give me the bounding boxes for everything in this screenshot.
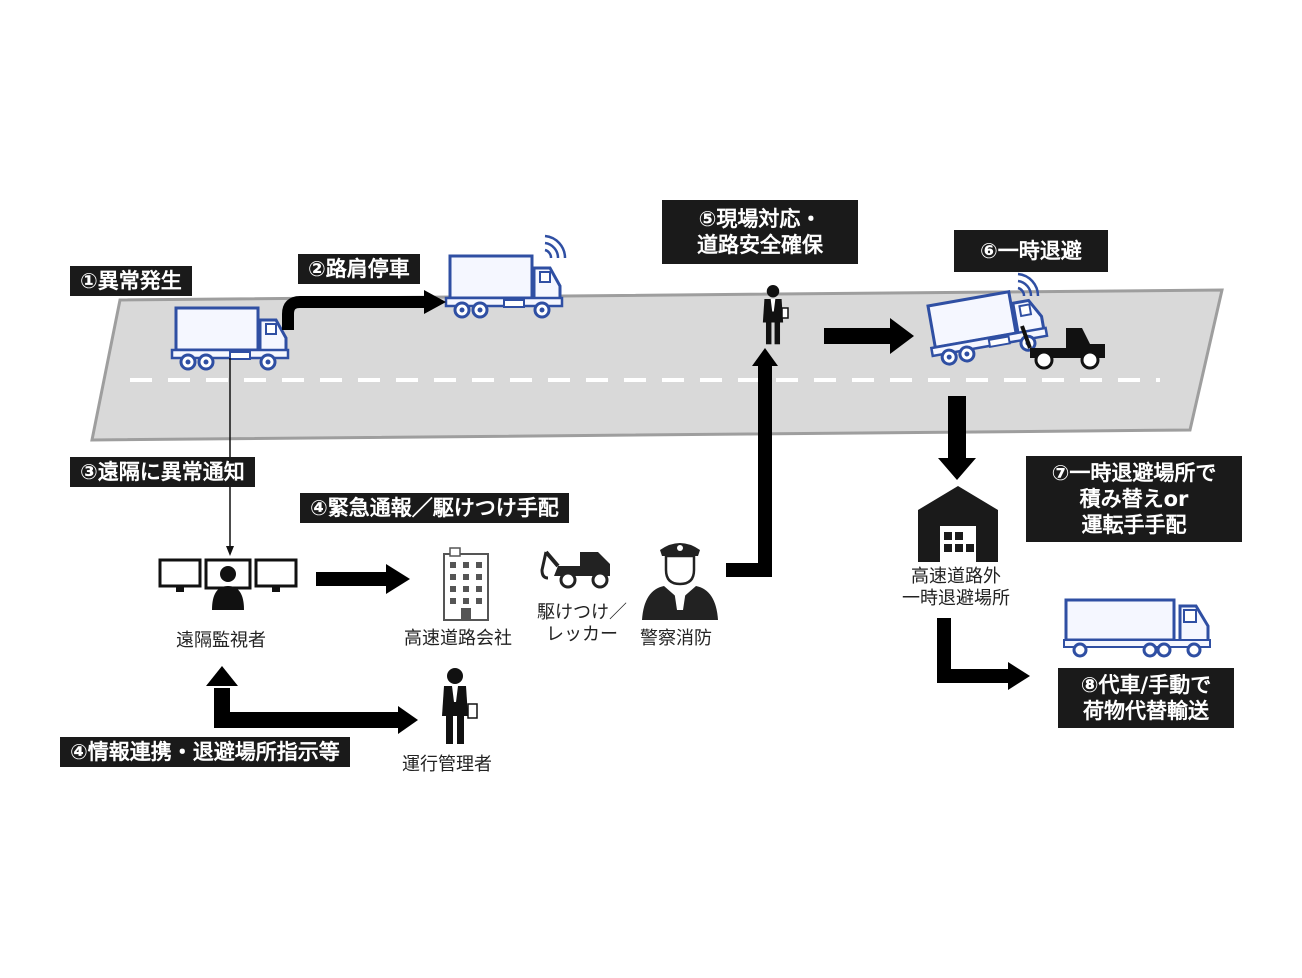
step-label-5-line1: ⑤現場対応・ [698, 207, 822, 231]
trailer-truck-icon [1063, 598, 1211, 658]
caption-police-fire: 警察消防 [640, 628, 712, 649]
arrow-head [398, 706, 418, 734]
caption-shelter-line2: 一時退避場所 [902, 588, 1010, 609]
arrow-to-evacuate [824, 318, 914, 354]
step-label-3: ③遠隔に異常通知 [70, 457, 255, 487]
monitor-operator-icon [158, 558, 298, 610]
tow-truck-icon [540, 550, 610, 589]
tow-truck-icon [1020, 325, 1105, 370]
step-label-4-coordination: ④情報連携・退避場所指示等 [60, 737, 350, 767]
arrow-to-shelter [938, 396, 976, 480]
caption-tow-line2: レッカー [546, 624, 618, 645]
step-label-1: ①異常発生 [70, 266, 192, 296]
arrow-to-replacement [937, 618, 1010, 683]
step-label-7-line1: ⑦一時退避場所で [1051, 461, 1217, 485]
police-officer-icon [642, 543, 718, 620]
step-label-7: ⑦一時退避場所で 積み替えor 運転手手配 [1026, 456, 1242, 542]
step-label-8: ⑧代車/手動で 荷物代替輸送 [1058, 668, 1234, 728]
warehouse-icon [918, 486, 998, 562]
caption-tow: 駆けつけ／ レッカー [532, 602, 632, 646]
caption-remote-monitor: 遠隔監視者 [176, 630, 266, 651]
step-label-7-line2: 積み替えor [1079, 487, 1189, 511]
arrow-head [226, 546, 234, 556]
arrow-head [752, 348, 778, 366]
arrow-head [206, 666, 238, 686]
step-label-6: ⑥一時退避 [954, 230, 1108, 272]
wireless-signal-icon [543, 234, 567, 260]
arrow-to-company [316, 564, 410, 594]
worker-icon [442, 668, 468, 744]
office-building-icon [443, 547, 489, 621]
step-label-8-line2: 荷物代替輸送 [1083, 699, 1209, 723]
step-label-5-line2: 道路安全確保 [697, 233, 823, 257]
step-label-7-line3: 運転手手配 [1081, 513, 1187, 537]
step-label-4-dispatch: ④緊急通報／駆けつけ手配 [300, 493, 569, 523]
caption-operator: 運行管理者 [402, 754, 492, 775]
caption-highway-company: 高速道路会社 [404, 628, 512, 649]
arrow-operator-link [214, 688, 400, 728]
step-label-8-line1: ⑧代車/手動で [1080, 673, 1212, 697]
arrow-to-site [726, 362, 772, 577]
step-label-5: ⑤現場対応・ 道路安全確保 [662, 200, 858, 264]
arrow-head [424, 290, 446, 314]
clipboard-icon [467, 703, 478, 719]
caption-shelter: 高速道路外 一時退避場所 [884, 566, 1028, 610]
caption-tow-line1: 駆けつけ／ [537, 602, 627, 623]
clipboard-icon [781, 307, 789, 319]
step-label-2: ②路肩停車 [298, 254, 420, 284]
truck-icon [444, 254, 564, 319]
arrow-head [1008, 662, 1030, 690]
caption-shelter-line1: 高速道路外 [911, 566, 1001, 587]
arrow-to-shoulder [282, 296, 428, 330]
